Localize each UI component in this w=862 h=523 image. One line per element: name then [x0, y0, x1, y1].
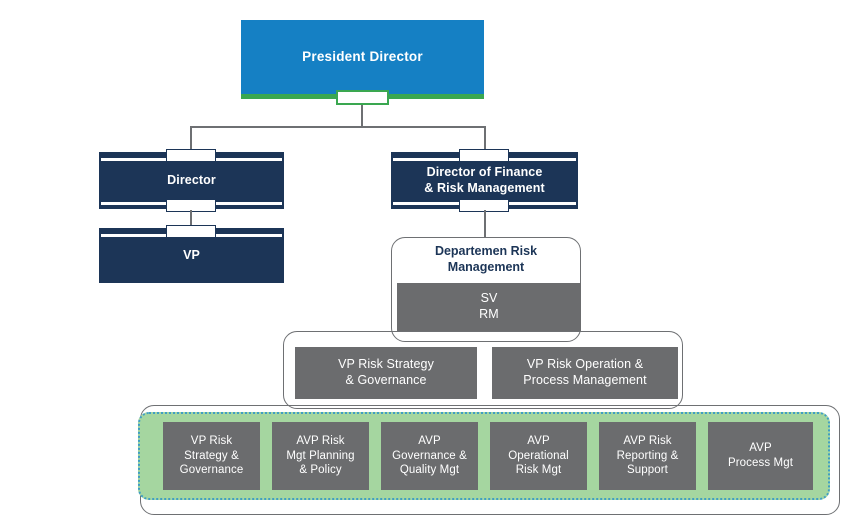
avp-row-3-line2: Operational: [508, 449, 569, 462]
container-vp-row: [283, 331, 683, 409]
director-top-notch: [166, 149, 216, 162]
node-avp-3-operational-risk-mgt[interactable]: AVP Operational Risk Mgt: [490, 422, 587, 490]
avp-row-2-line2: Governance &: [392, 449, 467, 462]
node-vp[interactable]: VP: [99, 228, 284, 283]
avp-row-3-line3: Risk Mgt: [515, 464, 562, 477]
node-avp-1-risk-mgt-planning-policy[interactable]: AVP Risk Mgt Planning & Policy: [272, 422, 369, 490]
node-president-director[interactable]: President Director: [241, 20, 484, 94]
avp-row-4-line2: Reporting &: [616, 449, 679, 462]
president-green-notch: [336, 90, 389, 105]
avp-row-5-line2: Process Mgt: [727, 457, 793, 469]
avp-row-3-line1: AVP: [527, 434, 550, 447]
avp-row-1-line1: AVP Risk: [296, 434, 345, 447]
avp-row-1-line3: & Policy: [299, 464, 342, 477]
vp-label: VP: [183, 247, 200, 262]
department-title-line1: Departemen Risk: [434, 244, 538, 258]
connector-president-down: [361, 105, 363, 127]
node-avp-5-process-mgt[interactable]: AVP Process Mgt: [708, 422, 813, 490]
node-vp-risk-strategy-governance[interactable]: VP Risk Strategy & Governance: [295, 347, 477, 399]
finance-director-label-line2: & Risk Management: [424, 180, 545, 195]
avp-row-0-line1: VP Risk: [190, 434, 233, 447]
avp-row-2-line1: AVP: [418, 434, 441, 447]
vp-row-0-line2: & Governance: [345, 373, 427, 387]
director-label: Director: [167, 172, 216, 187]
connector-level2-bar: [190, 126, 485, 128]
connector-to-director: [190, 126, 192, 153]
avp-row-5-line1: AVP: [749, 442, 772, 455]
vp-top-notch: [166, 225, 216, 238]
connector-to-finance-director: [484, 126, 486, 153]
avp-row-4-line3: Support: [627, 464, 668, 477]
president-director-label: President Director: [302, 48, 423, 64]
sv-rm-label-line1: SV: [480, 291, 498, 306]
vp-row-0-line1: VP Risk Strategy: [338, 357, 434, 372]
finance-director-label-line1: Director of Finance: [426, 164, 543, 179]
connector-director-to-vp: [190, 210, 192, 228]
node-avp-2-governance-quality-mgt[interactable]: AVP Governance & Quality Mgt: [381, 422, 478, 490]
avp-row-2-line3: Quality Mgt: [399, 464, 460, 477]
node-avp-0-vp-risk-strategy-governance[interactable]: VP Risk Strategy & Governance: [163, 422, 260, 490]
node-vp-risk-operation-process-management[interactable]: VP Risk Operation & Process Management: [492, 347, 678, 399]
avp-row-0-line3: Governance: [179, 464, 244, 477]
vp-row-1-line1: VP Risk Operation &: [526, 357, 644, 372]
node-sv-rm[interactable]: SV RM: [397, 283, 581, 331]
sv-rm-label-line2: RM: [479, 307, 499, 321]
vp-row-1-line2: Process Management: [523, 373, 647, 387]
avp-row-4-line1: AVP Risk: [623, 434, 672, 447]
avp-row-0-line2: Strategy &: [184, 449, 239, 462]
department-title-line2: Management: [447, 260, 525, 275]
avp-row-1-line2: Mgt Planning: [286, 449, 355, 462]
connector-finance-to-department: [484, 210, 486, 237]
department-title: Departemen Risk Management: [391, 243, 581, 276]
finance-director-top-notch: [459, 149, 509, 162]
node-avp-4-risk-reporting-support[interactable]: AVP Risk Reporting & Support: [599, 422, 696, 490]
